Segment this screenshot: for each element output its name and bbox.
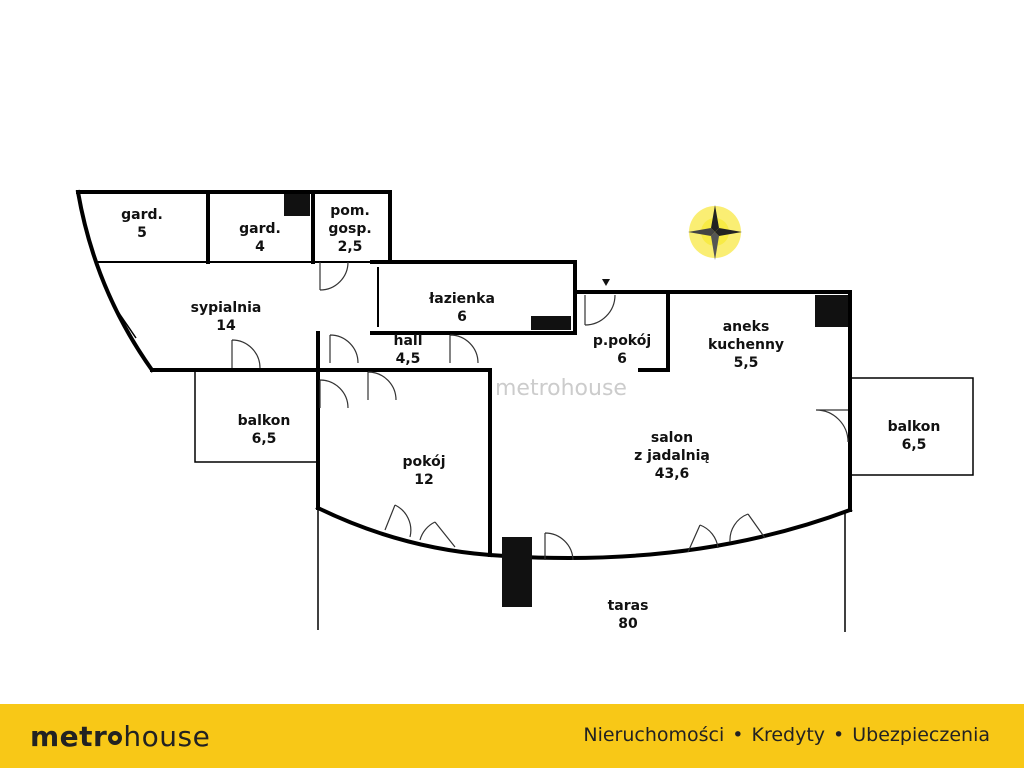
room-area-aneks: 5,5 (734, 355, 759, 371)
room-name-gard5: gard. (121, 207, 163, 223)
room-name-balkon-right: balkon (888, 419, 941, 435)
room-name-taras: taras (608, 598, 649, 614)
walls (75, 189, 974, 632)
shafts (284, 194, 848, 607)
room-area-salon: 43,6 (655, 466, 690, 482)
room-name-sypialnia: sypialnia (191, 300, 262, 316)
room-area-pom: 2,5 (338, 239, 363, 255)
room-name-aneks1: aneks (723, 319, 770, 335)
room-name-pom2: gosp. (328, 221, 371, 237)
tagline-item-3: Ubezpieczenia (852, 724, 990, 746)
room-area-lazienka: 6 (457, 309, 467, 325)
room-name-hall: hall (393, 333, 422, 349)
room-name-aneks2: kuchenny (708, 337, 784, 353)
tagline: Nieruchomości • Kredyty • Ubezpieczenia (583, 724, 990, 746)
room-area-gard4: 4 (255, 239, 265, 255)
room-labels: gard. 5 gard. 4 pom. gosp. 2,5 sypialnia… (121, 203, 940, 632)
room-area-gard5: 5 (137, 225, 147, 241)
room-area-sypialnia: 14 (216, 318, 236, 334)
room-area-ppokoj: 6 (617, 351, 627, 367)
footer-bar: metr house Nieruchomości • Kredyty • Ubezpiec… (0, 704, 1024, 768)
room-area-balkon-left: 6,5 (252, 431, 277, 447)
metrohouse-logo: metr house (30, 716, 210, 756)
tagline-separator: • (732, 724, 744, 746)
watermark: metrohouse (495, 376, 627, 401)
room-name-gard4: gard. (239, 221, 281, 237)
tagline-item-1: Nieruchomości (583, 724, 725, 746)
logo-ring-icon (108, 731, 123, 745)
room-name-ppokoj: p.pokój (593, 333, 651, 349)
room-name-salon1: salon (651, 430, 693, 446)
room-name-balkon-left: balkon (238, 413, 291, 429)
room-name-pom1: pom. (330, 203, 370, 219)
shaft-icon (531, 316, 571, 330)
room-name-salon2: z jadalnią (634, 448, 710, 464)
doors (231, 261, 849, 561)
floor-plan: metrohouse (75, 189, 974, 632)
tagline-separator: • (833, 724, 845, 746)
room-name-lazienka: łazienka (428, 291, 495, 307)
shaft-icon (284, 194, 310, 216)
shaft-icon (815, 295, 848, 327)
tagline-item-2: Kredyty (751, 724, 826, 746)
logo-text-metr: metr (30, 719, 108, 753)
marker-icon (602, 279, 610, 286)
room-area-balkon-right: 6,5 (902, 437, 927, 453)
logo-text-house: house (123, 719, 211, 753)
compass-icon (688, 205, 742, 260)
column-icon (502, 537, 532, 607)
room-area-pokoj: 12 (414, 472, 433, 488)
room-area-hall: 4,5 (396, 351, 421, 367)
room-name-pokoj: pokój (403, 454, 446, 470)
room-area-taras: 80 (618, 616, 638, 632)
